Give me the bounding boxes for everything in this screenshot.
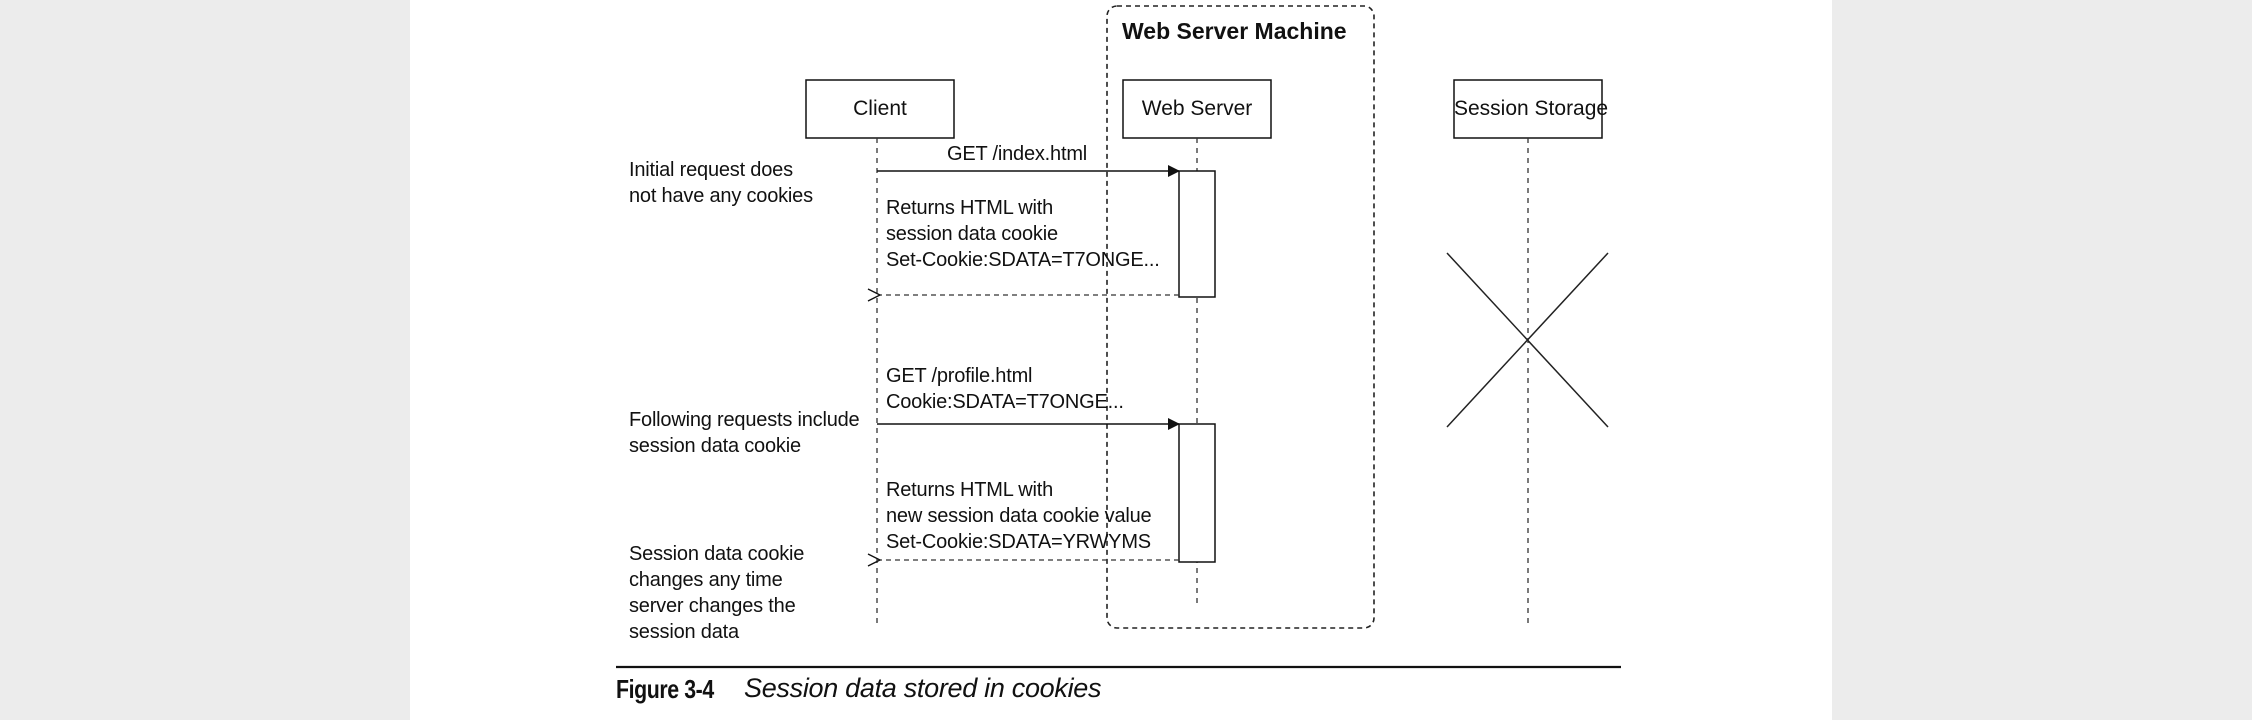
- message-get-index: GET /index.html: [947, 143, 1088, 165]
- activation-bar-second: [1178, 423, 1216, 563]
- note-line: changes any time: [629, 569, 783, 591]
- session-storage-cross-b: [1446, 252, 1609, 428]
- message-line: session data cookie: [886, 223, 1058, 245]
- web-server-machine-boundary: [1106, 5, 1375, 629]
- figure-number: Figure 3-4: [616, 674, 714, 704]
- group-title: Web Server Machine: [1122, 18, 1347, 44]
- message-line: new session data cookie value: [886, 505, 1152, 527]
- note-line: session data cookie: [629, 435, 801, 457]
- message-line: Set-Cookie:SDATA=YRWYMS: [886, 531, 1151, 553]
- note-line: Following requests include: [629, 409, 860, 431]
- note-line: server changes the: [629, 595, 796, 617]
- message-line: GET /profile.html: [886, 365, 1033, 387]
- web-server-box: [1122, 79, 1272, 139]
- message-line: Returns HTML with: [886, 197, 1054, 219]
- web-server-label: Web Server: [1141, 97, 1253, 120]
- note-line: Session data cookie: [629, 543, 805, 565]
- session-storage-label: Session Storage: [1454, 97, 1609, 120]
- note-line: session data: [629, 621, 739, 643]
- note-line: not have any cookies: [629, 185, 813, 207]
- client-box: [805, 79, 955, 139]
- sequence-diagram: [616, 5, 1621, 669]
- message-line: Set-Cookie:SDATA=T7ONGE...: [886, 249, 1160, 271]
- client-label: Client: [853, 97, 907, 120]
- note-line: Initial request does: [629, 159, 793, 181]
- figure-page: Web Server Machine Client Web Server Ses…: [410, 0, 1832, 720]
- message-line: Returns HTML with: [886, 479, 1054, 501]
- figure-caption: Session data stored in cookies: [744, 673, 1102, 703]
- activation-bar-first: [1178, 170, 1216, 298]
- message-line: Cookie:SDATA=T7ONGE...: [886, 391, 1124, 413]
